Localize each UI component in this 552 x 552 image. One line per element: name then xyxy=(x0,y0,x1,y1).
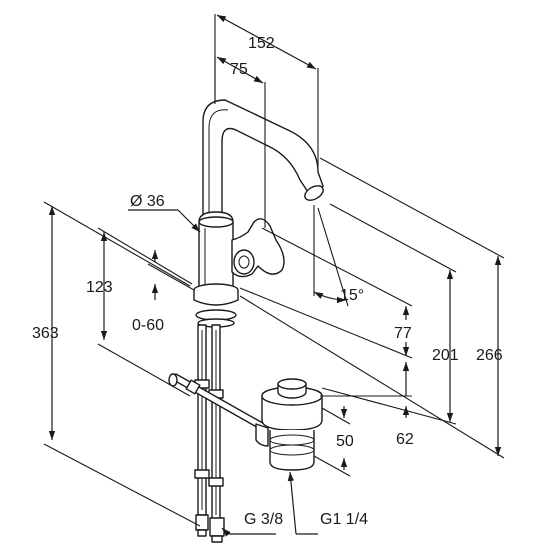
faucet-spout xyxy=(202,99,324,219)
dim-0-60-line xyxy=(147,250,195,300)
dim-62-line xyxy=(320,362,412,418)
dim-diameter-36-label: Ø 36 xyxy=(130,193,165,210)
dim-diameter-36-leader xyxy=(128,209,201,233)
dim-77-line xyxy=(239,227,413,359)
dim-62-label: 62 xyxy=(396,431,414,448)
dim-0-60-label: 0-60 xyxy=(132,317,164,334)
dim-152-label: 152 xyxy=(248,35,275,52)
dim-363-label: 363 xyxy=(32,325,59,342)
dim-75-label: 75 xyxy=(230,61,248,78)
dim-15-degree-angle xyxy=(313,205,349,307)
dim-50-label: 50 xyxy=(336,433,354,450)
dim-123-label: 123 xyxy=(86,279,113,296)
dim-50-line xyxy=(313,406,351,477)
faucet-lever-handle xyxy=(231,218,285,278)
dim-266-label: 266 xyxy=(476,347,503,364)
dim-201-line xyxy=(321,203,457,425)
dim-75-line xyxy=(214,56,266,228)
dim-266-line xyxy=(239,157,505,459)
dim-123-line xyxy=(97,227,193,397)
dim-77-label: 77 xyxy=(394,325,412,342)
supply-hoses xyxy=(194,324,225,543)
thread-g-3-8-label: G 3/8 xyxy=(244,511,283,528)
dim-363-line xyxy=(43,201,201,527)
dim-201-label: 201 xyxy=(432,347,459,364)
thread-leaders xyxy=(221,471,318,537)
pop-up-waste xyxy=(255,378,323,471)
thread-g1-1-4-label: G1 1/4 xyxy=(320,511,368,528)
dim-15-degree-label: 15° xyxy=(340,287,364,304)
